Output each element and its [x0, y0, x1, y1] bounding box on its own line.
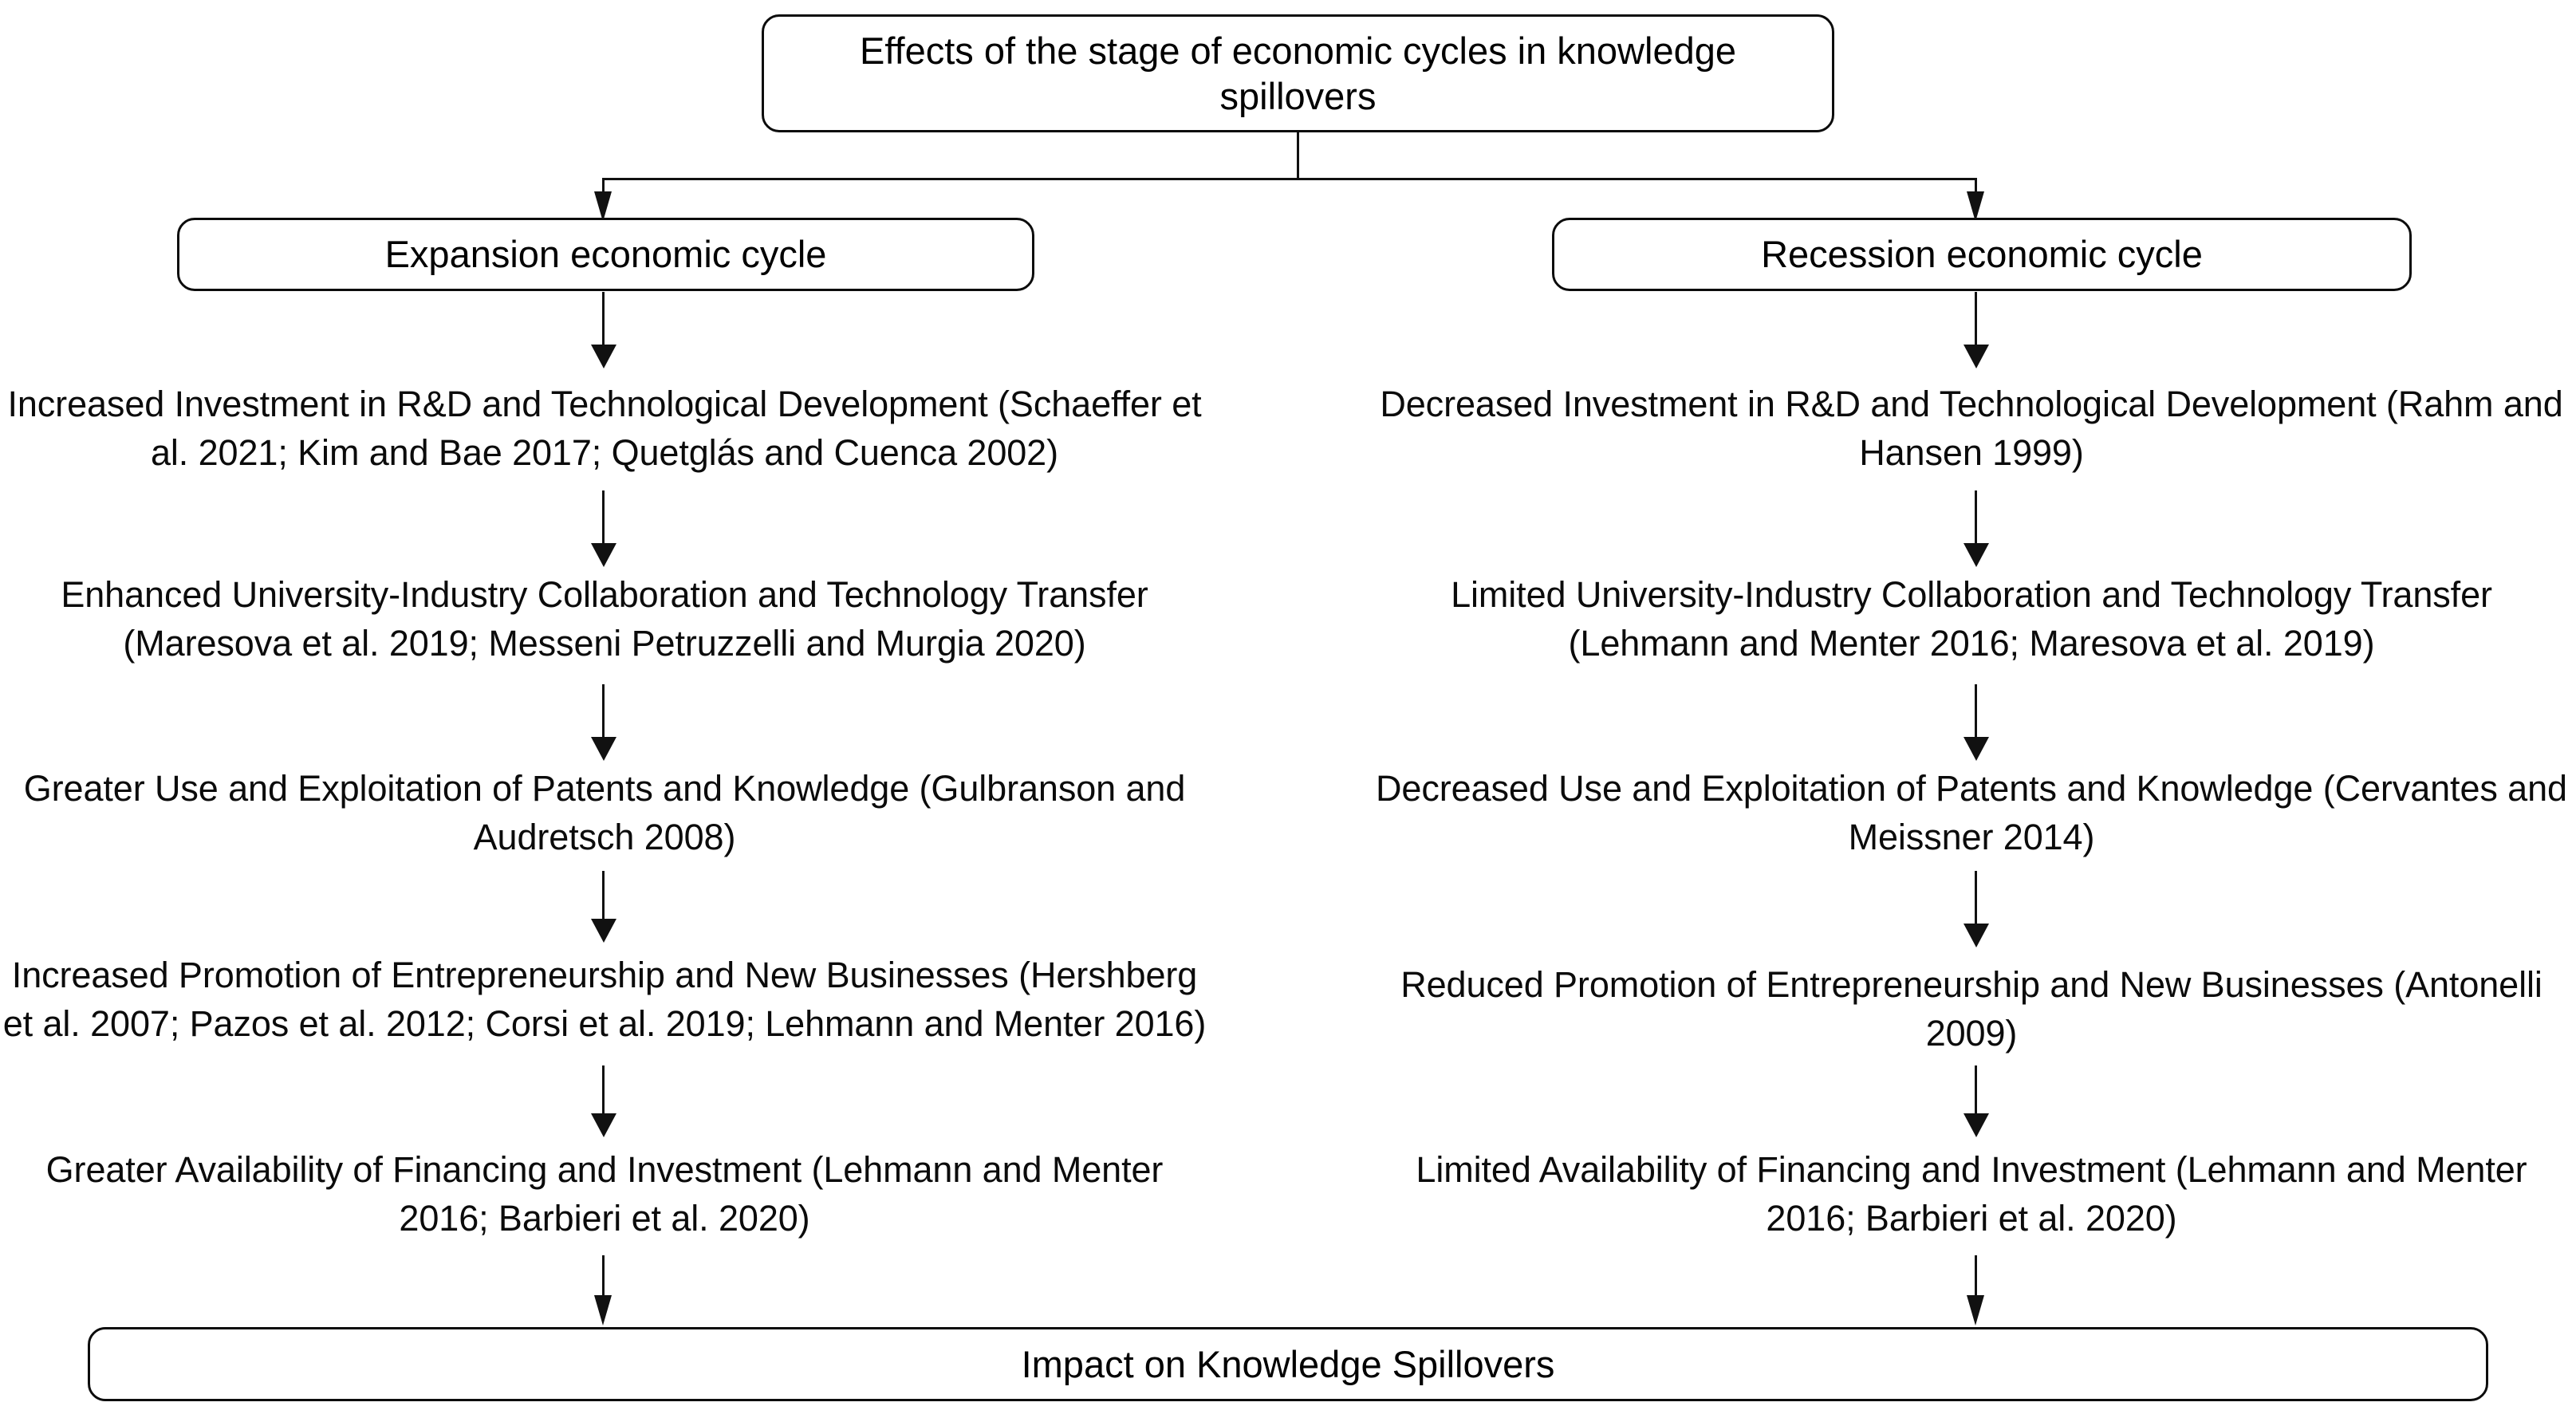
arrow-head-expansion-4-icon: [591, 919, 616, 943]
arrow-line-expansion-2: [602, 490, 605, 548]
root-box-label: Effects of the stage of economic cycles …: [859, 29, 1736, 117]
arrow-line-expansion-3: [602, 684, 605, 742]
branch-box-recession: Recession economic cycle: [1552, 218, 2412, 291]
step-recession-4: Reduced Promotion of Entrepreneurship an…: [1400, 964, 2543, 1054]
step-expansion-4: Increased Promotion of Entrepreneurship …: [2, 955, 1207, 1045]
arrow-head-expansion-2-icon: [591, 543, 616, 567]
arrow-head-expansion-1-icon: [591, 345, 616, 368]
arrow-line-expansion-4: [602, 871, 605, 924]
outcome-box-label: Impact on Knowledge Spillovers: [1021, 1342, 1555, 1385]
step-expansion-3: Greater Use and Exploitation of Patents …: [23, 768, 1186, 858]
root-stem-line: [1297, 132, 1299, 179]
arrow-line-recession-3: [1975, 684, 1977, 742]
arrow-head-expansion-3-icon: [591, 737, 616, 761]
arrow-line-recession-5: [1975, 1065, 1977, 1118]
arrow-head-expansion-to-outcome-icon: [594, 1295, 612, 1325]
arrow-head-expansion-5-icon: [591, 1113, 616, 1137]
arrow-line-recession-1: [1975, 292, 1977, 349]
arrow-head-recession-5-icon: [1964, 1113, 1989, 1137]
step-expansion-5: Greater Availability of Financing and In…: [45, 1149, 1164, 1239]
arrow-head-recession-2-icon: [1964, 543, 1989, 567]
split-branch-line-right: [1975, 178, 1977, 197]
step-recession-3: Decreased Use and Exploitation of Patent…: [1376, 768, 2567, 858]
arrow-line-expansion-5: [602, 1065, 605, 1118]
split-horizontal-line: [602, 178, 1976, 180]
arrow-line-recession-4: [1975, 871, 1977, 928]
arrow-line-recession-2: [1975, 490, 1977, 548]
branch-box-recession-label: Recession economic cycle: [1761, 233, 2203, 276]
step-expansion-1: Increased Investment in R&D and Technolo…: [7, 384, 1202, 474]
step-recession-5: Limited Availability of Financing and In…: [1416, 1149, 2527, 1239]
branch-box-expansion-label: Expansion economic cycle: [384, 233, 827, 276]
branch-box-expansion: Expansion economic cycle: [177, 218, 1034, 291]
split-branch-line-left: [602, 178, 605, 197]
arrow-line-recession-to-outcome: [1975, 1255, 1977, 1305]
step-recession-1: Decreased Investment in R&D and Technolo…: [1380, 384, 2563, 474]
arrow-into-branch-left-icon: [594, 191, 612, 222]
step-recession-2: Limited University-Industry Collaboratio…: [1451, 574, 2492, 664]
arrow-head-recession-3-icon: [1964, 737, 1989, 761]
arrow-head-recession-4-icon: [1964, 924, 1989, 947]
step-expansion-2: Enhanced University-Industry Collaborati…: [61, 574, 1148, 664]
arrow-line-expansion-1: [602, 292, 605, 349]
arrow-into-branch-right-icon: [1967, 191, 1984, 222]
arrow-head-recession-1-icon: [1964, 345, 1989, 368]
arrow-line-expansion-to-outcome: [602, 1255, 605, 1305]
root-box: Effects of the stage of economic cycles …: [762, 14, 1834, 132]
arrow-head-recession-to-outcome-icon: [1967, 1295, 1984, 1325]
outcome-box: Impact on Knowledge Spillovers: [88, 1327, 2488, 1401]
